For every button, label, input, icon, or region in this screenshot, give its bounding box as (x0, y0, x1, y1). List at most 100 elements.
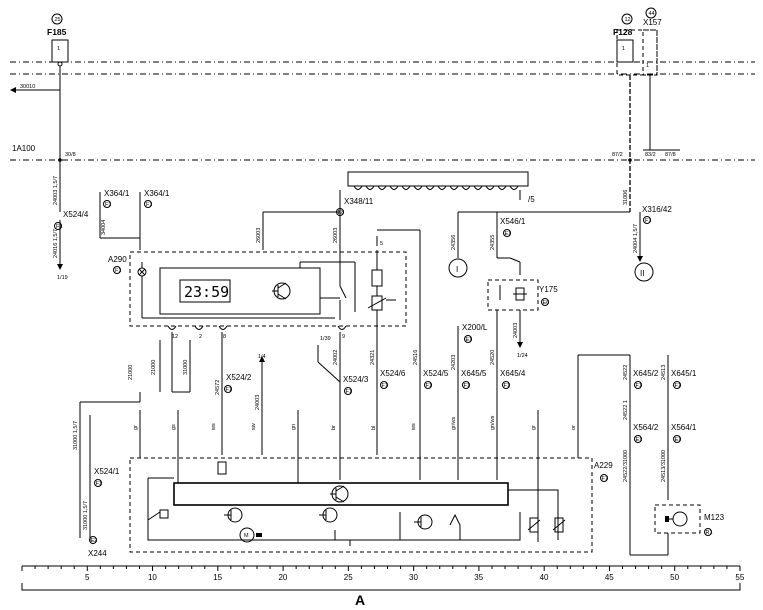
svg-text:12: 12 (172, 334, 178, 340)
module-a290 (129, 251, 407, 327)
a229-pin-labels: gr gs ws sw gn br bl ws gr/ws gn/ws gr o… (133, 415, 577, 431)
svg-text:F1: F1 (56, 224, 62, 230)
svg-text:F1: F1 (426, 383, 432, 389)
conn-x645-4: X645/4 (500, 369, 526, 378)
svg-text:9: 9 (342, 334, 345, 340)
svg-text:24003 1,5/7: 24003 1,5/7 (53, 176, 59, 205)
svg-text:E1: E1 (636, 437, 643, 443)
svg-text:F1: F1 (645, 218, 651, 224)
svg-text:gr: gr (531, 425, 537, 430)
svg-text:ws: ws (411, 423, 417, 431)
svg-text:bl: bl (371, 426, 377, 430)
scale-tick-label: 5 (85, 573, 90, 582)
svg-text:1/39: 1/39 (320, 336, 331, 342)
svg-text:24522/31000: 24522/31000 (623, 450, 629, 482)
svg-text:gr/ws: gr/ws (451, 417, 457, 430)
svg-text:1/19: 1/19 (57, 275, 68, 281)
a290-pins: 12 2 8 9 (167, 325, 347, 340)
scale-tick-label: 20 (278, 573, 287, 582)
svg-text:21000: 21000 (128, 365, 134, 380)
scale-tick-label: 40 (540, 573, 549, 582)
fuse-f185: 25 F185 1 (47, 13, 69, 67)
svg-text:sw: sw (251, 423, 257, 430)
svg-text:8: 8 (223, 334, 226, 340)
svg-text:F1: F1 (346, 389, 352, 395)
svg-text:5: 5 (380, 241, 383, 247)
svg-text:24520: 24520 (490, 350, 496, 365)
conn-pin-5: /5 (528, 195, 535, 204)
svg-text:E6: E6 (543, 300, 550, 306)
svg-text:F1: F1 (636, 383, 642, 389)
scale-tick-label: 35 (474, 573, 483, 582)
conn-x200-l: X200/L (462, 323, 488, 332)
svg-text:24003: 24003 (255, 395, 261, 410)
svg-text:21000: 21000 (151, 360, 157, 375)
scale-tick-label: 25 (344, 573, 353, 582)
clock-display (179, 279, 231, 303)
svg-text:24522 1: 24522 1 (623, 400, 629, 420)
svg-text:12: 12 (625, 17, 631, 23)
fuse-f128: 12 44 F128 X157 1 1 (613, 7, 662, 76)
motor-m123 (654, 504, 701, 534)
bus-label-1a100: 1A100 (12, 144, 36, 153)
svg-text:24355: 24355 (490, 235, 496, 250)
conn-x645-1: X645/1 (671, 369, 697, 378)
svg-text:ws: ws (211, 423, 217, 431)
svg-text:87/8: 87/8 (665, 152, 676, 158)
fuse-f185-label: F185 (47, 27, 67, 37)
a229-pin-tails (139, 410, 579, 483)
conn-x244: X244 (88, 549, 107, 558)
svg-text:1/24: 1/24 (517, 353, 528, 359)
conn-x645-5: X645/5 (461, 369, 487, 378)
svg-text:24321: 24321 (370, 350, 376, 365)
a229-motor (239, 527, 255, 543)
conn-x364-1-b: X364/1 (144, 189, 170, 198)
junction-30-8: 30/8 (65, 152, 76, 158)
svg-text:24513/31000: 24513/31000 (661, 450, 667, 482)
svg-text:gs: gs (171, 424, 177, 430)
svg-text:87/2: 87/2 (612, 152, 623, 158)
ground-ref-label: 30010 (20, 84, 35, 90)
svg-text:E1: E1 (466, 337, 473, 343)
scale-tick-label: 10 (148, 573, 157, 582)
module-a290-label: A290 (108, 255, 127, 264)
clock-unit (159, 267, 321, 315)
valve-y175 (487, 279, 539, 311)
svg-text:26003: 26003 (256, 228, 262, 243)
svg-text:34004: 34004 (101, 220, 107, 235)
a229-transistor-1 (224, 507, 243, 523)
conn-x546-1: X546/1 (500, 217, 526, 226)
svg-text:24016 1,5/7: 24016 1,5/7 (53, 229, 59, 258)
fuse-f128-label: F128 (613, 27, 633, 37)
conn-x645-2: X645/2 (633, 369, 659, 378)
conn-x524-3: X524/3 (343, 375, 369, 384)
conn-x524-1: X524/1 (94, 467, 120, 476)
svg-text:or: or (571, 425, 577, 430)
module-a229-label: A229 (594, 461, 613, 470)
scale-tick-label: 55 (735, 573, 744, 582)
svg-text:gr: gr (133, 425, 139, 430)
conn-x524-4: X524/4 (63, 210, 89, 219)
a229-control-bar (173, 482, 509, 506)
svg-text:24572: 24572 (215, 380, 221, 395)
conn-block-x348 (347, 171, 529, 187)
svg-text:31000: 31000 (183, 360, 189, 375)
a229-transistor-2 (319, 507, 338, 523)
svg-text:E1: E1 (505, 231, 512, 237)
svg-text:24513: 24513 (661, 365, 667, 380)
a229-transistor-3 (414, 514, 433, 530)
conn-x524-6: X524/6 (380, 369, 406, 378)
conn-x564-1: X564/1 (671, 423, 697, 432)
svg-text:M: M (244, 533, 249, 539)
fuse-f185-ref: 25 (55, 17, 61, 23)
scale-tick-label: 45 (605, 573, 614, 582)
conn-x348-11: X348/11 (344, 197, 374, 206)
svg-text:F1: F1 (105, 202, 111, 208)
fuse-f185-pin: 1 (57, 46, 60, 52)
conn-y175: Y175 (539, 285, 558, 294)
svg-text:1: 1 (622, 46, 625, 52)
svg-text:26003: 26003 (333, 228, 339, 243)
svg-text:gn/ws: gn/ws (490, 415, 496, 430)
